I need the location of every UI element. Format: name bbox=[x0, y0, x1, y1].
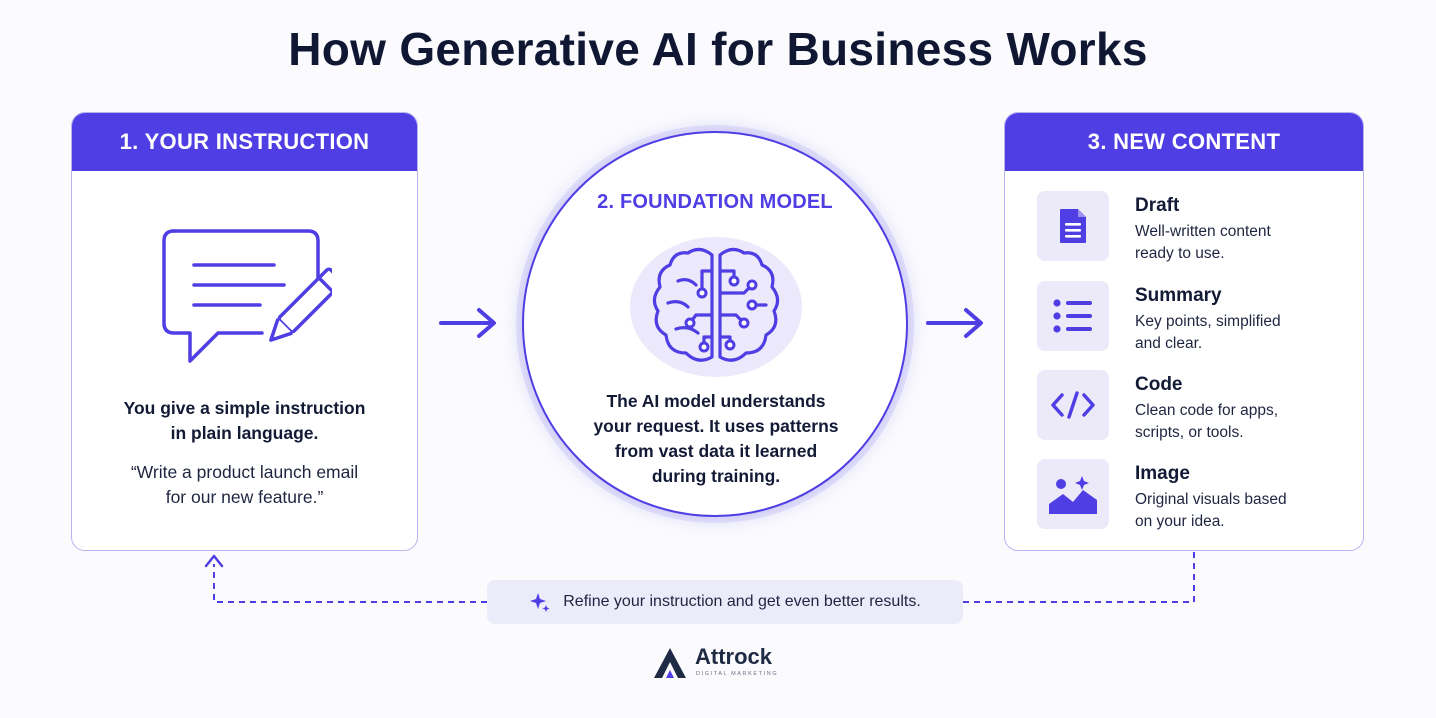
output-item-description: Original visuals based on your idea. bbox=[1135, 491, 1287, 530]
right-arrow-icon bbox=[926, 308, 983, 338]
brain-background bbox=[630, 237, 802, 377]
page-title: How Generative AI for Business Works bbox=[288, 23, 1148, 75]
new-content-card: 3. NEW CONTENT Draft Well-written conten… bbox=[1004, 112, 1364, 551]
instruction-description: You give a simple instruction in plain l… bbox=[123, 398, 366, 443]
foundation-model-title: 2. FOUNDATION MODEL bbox=[597, 191, 833, 213]
logo-tagline: DIGITAL MARKETING bbox=[696, 671, 779, 677]
code-icon bbox=[1037, 370, 1109, 440]
output-item-description: Clean code for apps, scripts, or tools. bbox=[1135, 402, 1279, 441]
instruction-card-header: 1. YOUR INSTRUCTION bbox=[72, 113, 417, 171]
instruction-example-quote: “Write a product launch email for our ne… bbox=[130, 462, 359, 507]
output-item-name: Code bbox=[1135, 374, 1183, 395]
output-item-summary: Summary Key points, simplified and clear… bbox=[1037, 281, 1357, 353]
brain-circuit-icon bbox=[652, 247, 780, 362]
output-item-name: Draft bbox=[1135, 195, 1180, 216]
image-icon bbox=[1037, 459, 1109, 529]
new-content-card-header: 3. NEW CONTENT bbox=[1005, 113, 1363, 171]
output-item-draft: Draft Well-written content ready to use. bbox=[1037, 191, 1357, 263]
logo-mark-icon bbox=[654, 648, 686, 678]
document-icon bbox=[1037, 191, 1109, 261]
output-item-image: Image Original visuals based on your ide… bbox=[1037, 459, 1357, 531]
foundation-model-circle: 2. FOUNDATION MODEL bbox=[522, 131, 908, 517]
brand-logo: Attrock DIGITAL MARKETING bbox=[652, 644, 792, 684]
right-arrow-icon bbox=[439, 308, 496, 338]
output-item-description: Well-written content ready to use. bbox=[1135, 223, 1271, 262]
logo-name: Attrock bbox=[695, 644, 773, 669]
refine-loop-text: Refine your instruction and get even bet… bbox=[563, 593, 921, 610]
foundation-model-description: The AI model understands your request. I… bbox=[593, 391, 839, 486]
sparkle-icon bbox=[530, 593, 550, 612]
output-item-description: Key points, simplified and clear. bbox=[1135, 313, 1281, 352]
output-item-name: Summary bbox=[1135, 285, 1222, 306]
output-item-code: Code Clean code for apps, scripts, or to… bbox=[1037, 370, 1357, 442]
instruction-card: 1. YOUR INSTRUCTION You give a simple in… bbox=[71, 112, 418, 551]
output-item-name: Image bbox=[1135, 463, 1190, 484]
refine-loop-label: Refine your instruction and get even bet… bbox=[487, 580, 963, 624]
list-icon bbox=[1037, 281, 1109, 351]
